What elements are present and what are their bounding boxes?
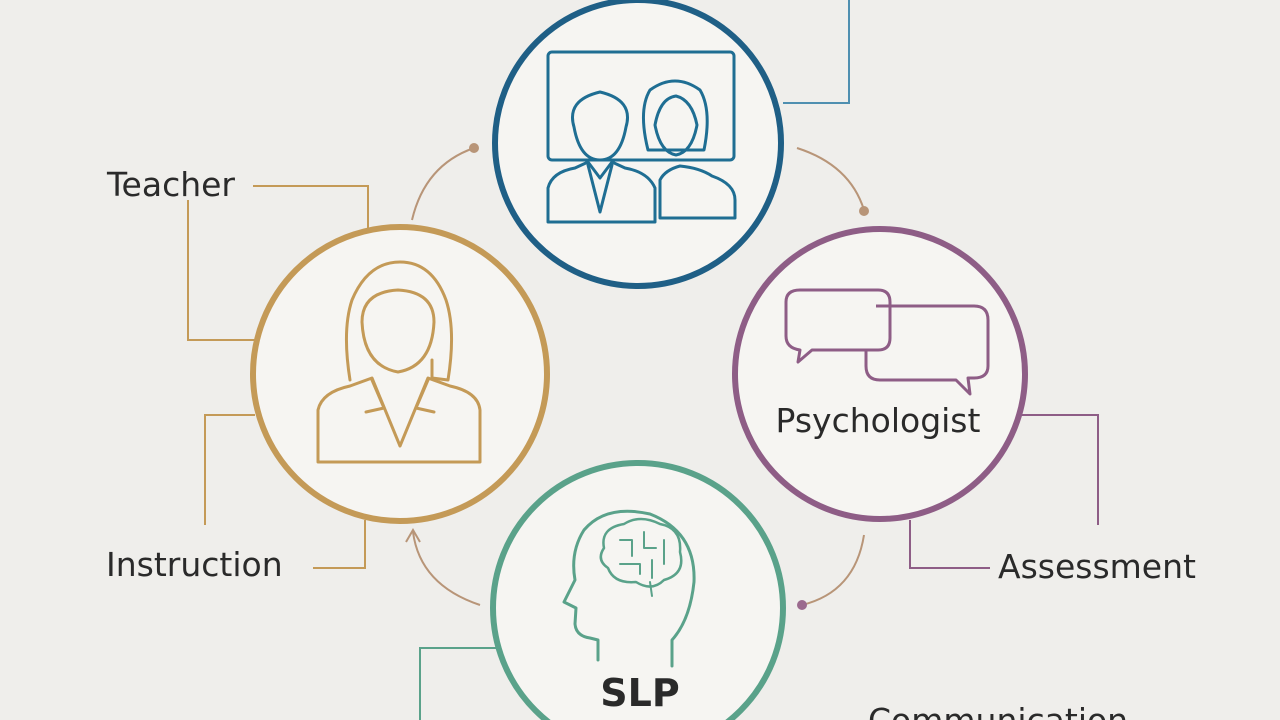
arrow-dot-psychologist <box>859 206 869 216</box>
assessment-label: Assessment <box>998 547 1196 586</box>
slp-leader-line <box>419 647 500 720</box>
parents-node <box>492 0 784 289</box>
top-leader-line <box>783 0 850 104</box>
teacher-ring <box>250 224 550 524</box>
leader-lines <box>187 0 1099 720</box>
slp-ring <box>490 460 786 720</box>
teacher-label: Teacher <box>106 165 235 204</box>
psychologist-right-bracket <box>1020 414 1099 525</box>
psychologist-label: Psychologist <box>776 401 981 440</box>
arrow-parents-to-psychologist <box>796 147 865 211</box>
arrow-teacher-to-parents <box>411 147 475 221</box>
arrow-dot-slp <box>797 600 807 610</box>
instruction-label: Instruction <box>106 545 283 584</box>
cycle-arrows <box>405 143 869 610</box>
speech-bubbles-icon <box>784 288 990 396</box>
arrow-slp-to-teacher <box>412 531 481 606</box>
teacher-person-icon <box>316 260 482 464</box>
two-people-in-frame-icon <box>546 50 737 224</box>
parents-ring <box>492 0 784 289</box>
arrow-psychologist-to-slp <box>801 534 865 606</box>
teacher-node <box>250 224 550 524</box>
arrow-dot-parents <box>469 143 479 153</box>
instruction-leader-line <box>313 520 366 569</box>
communication-label: Communication <box>868 701 1128 720</box>
head-brain-icon <box>562 509 696 668</box>
arrow-head-teacher <box>405 528 421 543</box>
slp-node: SLP <box>490 460 786 720</box>
psychologist-ring <box>732 226 1028 522</box>
teacher-left-bracket <box>187 200 255 341</box>
slp-label: SLP <box>600 671 679 715</box>
assessment-leader-line <box>909 520 990 569</box>
psychologist-node: Psychologist <box>732 226 1028 522</box>
instruction-upper-bracket <box>204 414 255 525</box>
teacher-leader-line <box>253 185 369 228</box>
